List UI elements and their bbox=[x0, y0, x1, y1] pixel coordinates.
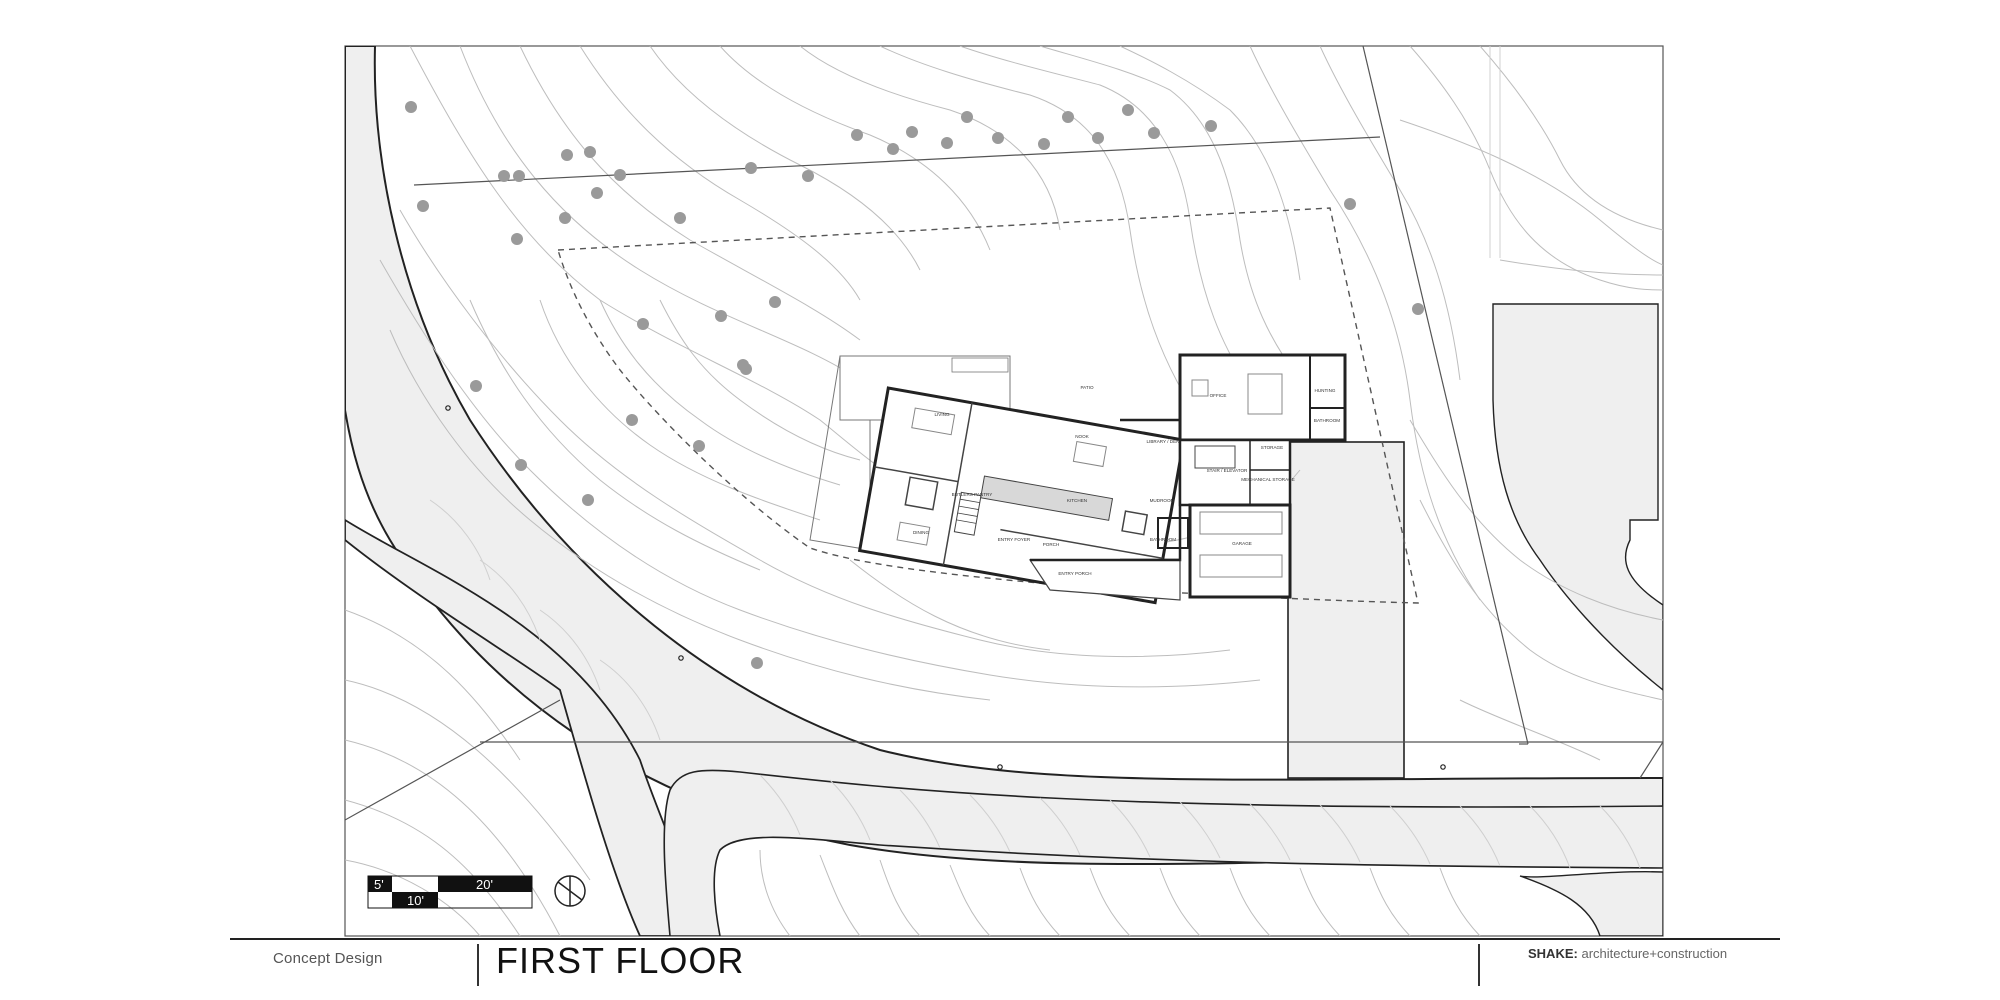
property-lines bbox=[345, 46, 1663, 821]
room-label-kitchen: KITCHEN bbox=[1067, 498, 1087, 503]
title-block-rule bbox=[230, 938, 1780, 940]
kitchen-island bbox=[980, 475, 1114, 521]
room-label-stair: STAIR / ELEVATOR bbox=[1207, 468, 1248, 473]
garage-outline bbox=[1188, 503, 1292, 599]
room-label-garage: GARAGE bbox=[1232, 541, 1252, 546]
north-arrow-icon bbox=[554, 875, 586, 907]
project-status: Concept Design bbox=[273, 950, 383, 967]
scale-bar: 5' 10' 20' bbox=[367, 875, 533, 909]
neighbor-building bbox=[1492, 303, 1663, 691]
title-divider-right bbox=[1478, 944, 1480, 986]
office-wing bbox=[1178, 353, 1347, 442]
scale-label-5: 5' bbox=[374, 877, 384, 892]
firm-name: SHAKE: bbox=[1528, 946, 1578, 961]
room-label-bathroom-upper: BATHROOM bbox=[1314, 418, 1340, 423]
road-curve bbox=[345, 46, 1663, 866]
road-southeast bbox=[1519, 871, 1663, 936]
room-label-dining: DINING bbox=[913, 530, 930, 535]
road-south bbox=[663, 769, 1663, 936]
firm-credit: SHAKE: architecture+construction bbox=[1528, 946, 1727, 961]
contour-lines bbox=[345, 46, 1663, 936]
room-label-porch: PORCH bbox=[1043, 542, 1060, 547]
scale-label-20: 20' bbox=[476, 877, 493, 892]
room-label-mudroom: MUDROOM bbox=[1150, 498, 1175, 503]
room-label-bathroom-lower: BATHROOM bbox=[1150, 537, 1176, 542]
trees bbox=[405, 101, 1424, 669]
house-plan: PATIO OFFICE HUNTING BATHROOM NOOK LIBRA… bbox=[809, 353, 1347, 605]
deck-stairs bbox=[951, 357, 1009, 373]
driveway bbox=[1287, 441, 1405, 779]
room-label-storage: STORAGE bbox=[1261, 445, 1283, 450]
room-label-entry-porch: ENTRY PORCH bbox=[1058, 571, 1091, 576]
room-label-entry-foyer: ENTRY FOYER bbox=[998, 537, 1031, 542]
drawing-frame bbox=[344, 45, 1664, 937]
title-block: Concept Design FIRST FLOOR SHAKE: archit… bbox=[0, 938, 2000, 1000]
room-label-patio: PATIO bbox=[1080, 385, 1094, 390]
room-label-nook: NOOK bbox=[1075, 434, 1089, 439]
room-label-butlers-pantry: BUTLERS PANTRY bbox=[952, 492, 993, 497]
title-divider-left bbox=[477, 944, 479, 986]
room-label-living: LIVING bbox=[934, 412, 949, 417]
service-core bbox=[1178, 438, 1292, 507]
room-label-office: OFFICE bbox=[1210, 393, 1227, 398]
entry-porch-outline bbox=[1028, 559, 1181, 601]
road-contours bbox=[429, 499, 1641, 869]
scale-label-10: 10' bbox=[407, 893, 424, 908]
room-label-library-den: LIBRARY / DEN bbox=[1146, 439, 1179, 444]
room-label-mechanical-storage: MECHANICAL STORAGE bbox=[1241, 477, 1295, 482]
room-label-hunting: HUNTING bbox=[1315, 388, 1336, 393]
firm-tagline: architecture+construction bbox=[1581, 946, 1728, 961]
sheet-title: FIRST FLOOR bbox=[496, 940, 745, 981]
survey-pins bbox=[445, 405, 1446, 770]
